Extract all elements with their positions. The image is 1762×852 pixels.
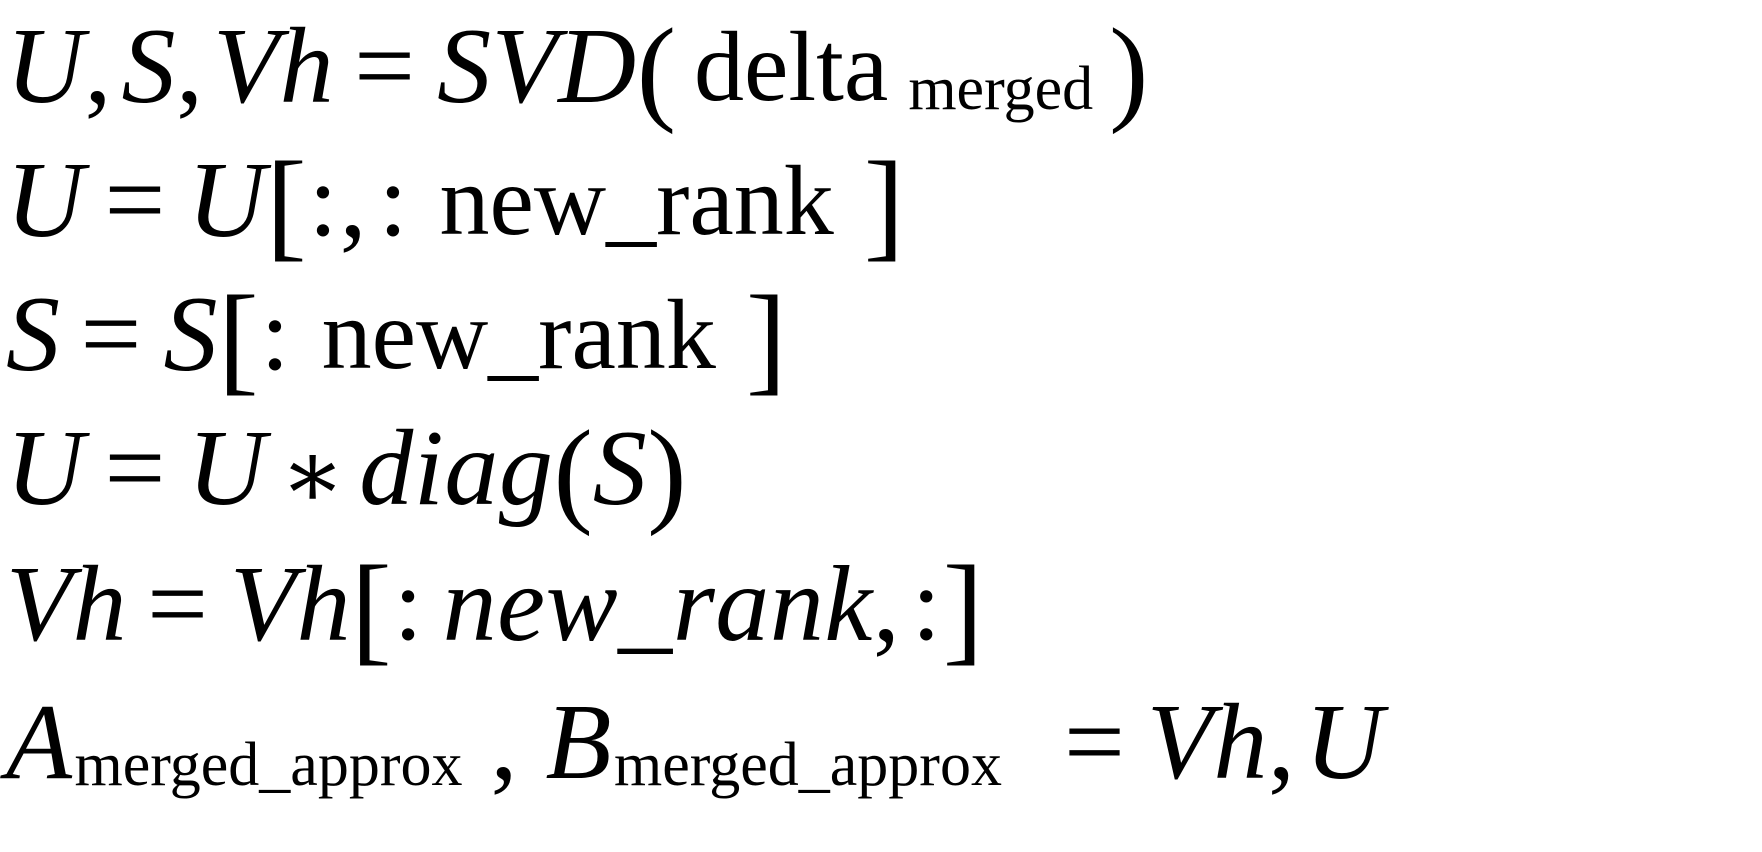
- arg-delta-text: delta: [693, 11, 889, 122]
- variable-h-lhs: h: [279, 7, 335, 126]
- equation-line-4: U=U∗diag(S): [6, 398, 687, 540]
- variable-h-rhs: h: [1213, 683, 1268, 802]
- function-diag: diag: [359, 409, 554, 528]
- subscript-merged: merged: [908, 55, 1094, 123]
- equals-operator: =: [354, 7, 416, 126]
- equals-operator: =: [147, 545, 208, 664]
- variable-u-rhs: U: [187, 409, 267, 528]
- comma-separator: ,: [1267, 683, 1295, 802]
- paren-close: ): [647, 406, 687, 537]
- equation-line-2: U=U[:,:new_rank]: [6, 130, 904, 272]
- variable-s-lhs: S: [6, 275, 61, 394]
- variable-s-lhs: S: [121, 7, 177, 126]
- variable-u-lhs: U: [6, 7, 85, 126]
- variable-h-rhs: h: [296, 545, 352, 664]
- index-new-rank: new_rank: [321, 279, 716, 390]
- variable-b-lhs: B: [545, 683, 612, 802]
- comma-separator: ,: [176, 7, 204, 126]
- paren-open: (: [553, 406, 593, 537]
- subscript-merged-approx-b: merged_approx: [614, 731, 1002, 799]
- slice-colon-first: :: [308, 143, 338, 258]
- equals-operator: =: [80, 275, 142, 394]
- variable-u-lhs: U: [6, 409, 85, 528]
- variable-h-lhs: h: [72, 545, 128, 664]
- svd-letter-d: D: [558, 7, 637, 126]
- slice-colon-first: :: [260, 277, 290, 392]
- index-new-rank: new_rank: [439, 145, 834, 256]
- variable-v-rhs: V: [1146, 683, 1214, 802]
- comma-separator: ,: [490, 683, 518, 802]
- index-new-rank: new_rank: [442, 545, 873, 664]
- equation-line-3: S=S[:new_rank]: [6, 264, 787, 406]
- equals-operator: =: [104, 409, 166, 528]
- svd-letter-v: V: [491, 7, 559, 126]
- bracket-close: ]: [863, 137, 905, 272]
- variable-v-lhs: V: [213, 7, 280, 126]
- comma-separator: ,: [339, 141, 367, 260]
- bracket-open: [: [266, 137, 307, 272]
- bracket-close: ]: [745, 271, 787, 406]
- variable-u-rhs: U: [1304, 683, 1384, 802]
- variable-s-rhs: S: [163, 275, 219, 394]
- slice-colon-first: :: [393, 547, 423, 662]
- bracket-close: ]: [942, 541, 984, 676]
- comma-separator: ,: [872, 545, 900, 664]
- bracket-open: [: [351, 541, 392, 676]
- equals-operator: =: [1063, 683, 1125, 802]
- diag-argument-s: S: [592, 409, 648, 528]
- svd-letter-s: S: [437, 7, 492, 126]
- equals-operator: =: [104, 141, 166, 260]
- variable-u-rhs: U: [187, 141, 267, 260]
- comma-separator: ,: [84, 7, 112, 126]
- variable-a-lhs: A: [6, 683, 73, 802]
- slice-colon-second: :: [911, 547, 941, 662]
- multiply-operator: ∗: [280, 421, 346, 528]
- variable-u-lhs: U: [6, 141, 85, 260]
- variable-v-lhs: V: [6, 545, 73, 664]
- paren-open: (: [636, 4, 676, 135]
- subscript-merged-approx-a: merged_approx: [74, 731, 463, 799]
- variable-v-rhs: V: [229, 545, 297, 664]
- bracket-open: [: [218, 271, 259, 406]
- slice-colon-second: :: [378, 143, 408, 258]
- paren-close: ): [1109, 4, 1149, 135]
